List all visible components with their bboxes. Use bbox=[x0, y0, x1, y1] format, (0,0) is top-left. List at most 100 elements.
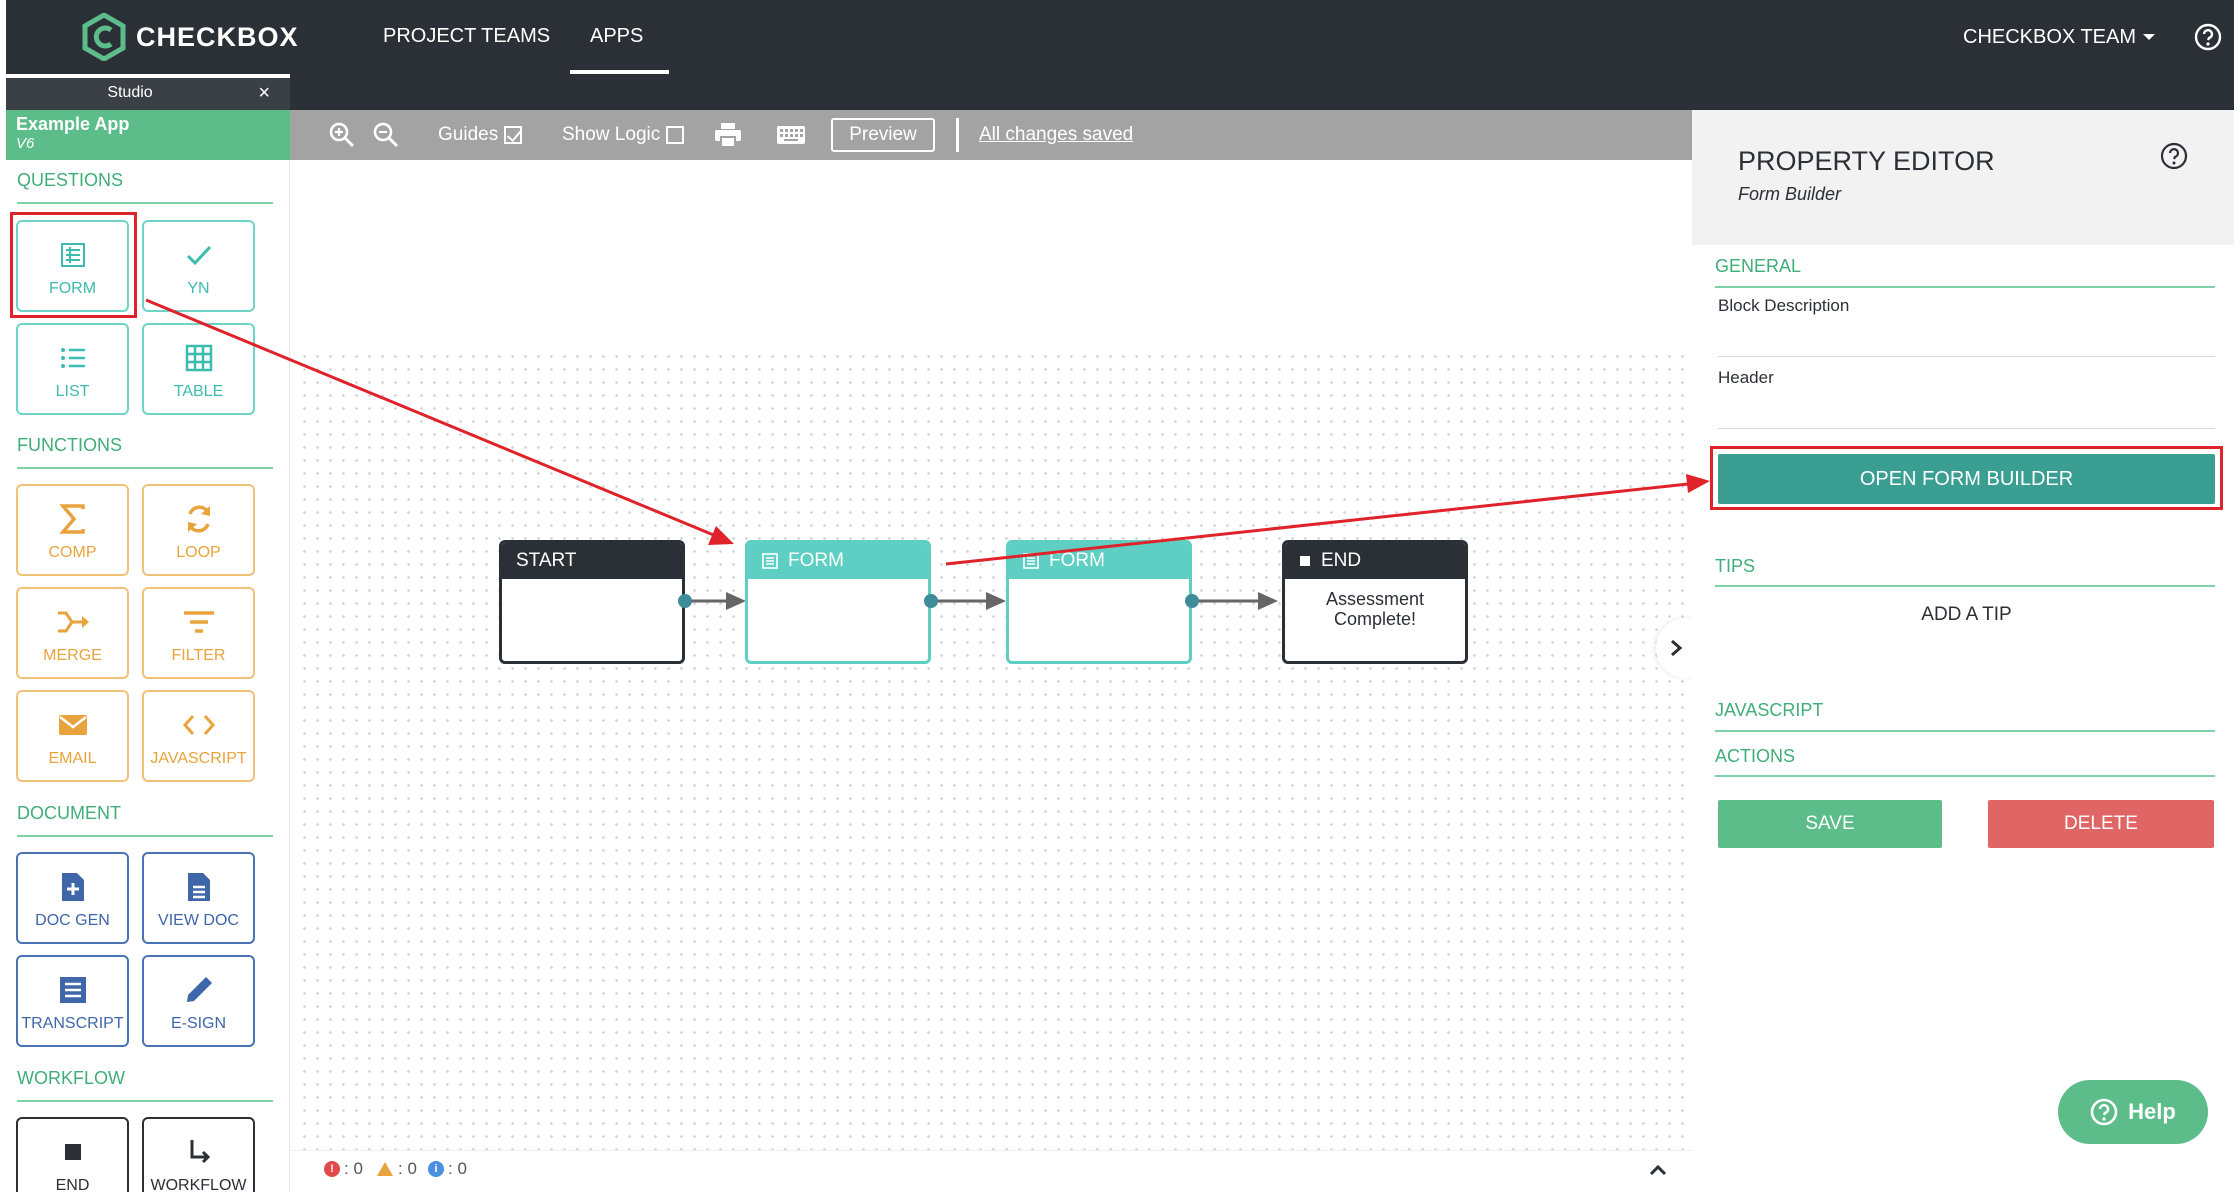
open-form-builder-button[interactable]: OPEN FORM BUILDER bbox=[1718, 454, 2215, 504]
save-status-link[interactable]: All changes saved bbox=[979, 124, 1134, 145]
help-chat-button[interactable]: Help bbox=[2058, 1080, 2208, 1144]
node-form-1[interactable]: FORM bbox=[745, 540, 931, 664]
zoom-out-icon bbox=[373, 122, 399, 148]
tile-label: VIEW DOC bbox=[158, 912, 239, 929]
pencil-icon bbox=[186, 977, 212, 1002]
zoom-out-button[interactable] bbox=[372, 110, 400, 160]
app-name: Example App bbox=[16, 114, 130, 134]
help-circle-icon[interactable] bbox=[2194, 23, 2222, 51]
tile-e-sign[interactable]: E-SIGN bbox=[142, 955, 255, 1047]
section-divider bbox=[1715, 730, 2215, 732]
form-icon bbox=[60, 243, 85, 267]
section-javascript[interactable]: JAVASCRIPT bbox=[1715, 700, 1824, 720]
tile-doc-gen[interactable]: DOC GEN bbox=[16, 852, 129, 944]
tile-loop[interactable]: LOOP bbox=[142, 484, 255, 576]
section-actions[interactable]: ACTIONS bbox=[1715, 746, 1796, 766]
tile-label: LIST bbox=[55, 383, 90, 400]
save-button[interactable]: SAVE bbox=[1718, 800, 1942, 848]
print-button[interactable] bbox=[714, 110, 742, 160]
tile-transcript[interactable]: TRANSCRIPT bbox=[16, 955, 129, 1047]
help-label: Help bbox=[2128, 1099, 2176, 1124]
section-tips: TIPS bbox=[1715, 556, 1756, 576]
annotation-highlight-form-tile bbox=[10, 212, 137, 318]
zoom-in-button[interactable] bbox=[328, 110, 356, 160]
tile-workflow[interactable]: WORKFLOW bbox=[142, 1117, 255, 1192]
panel-subtitle: Form Builder bbox=[1738, 184, 1842, 204]
header-input[interactable] bbox=[1718, 428, 2215, 429]
block-description-label: Block Description bbox=[1718, 296, 1850, 315]
merge-icon bbox=[57, 611, 89, 633]
panel-collapse-tab[interactable] bbox=[1656, 618, 1696, 678]
show-logic-toggle[interactable]: Show Logic bbox=[562, 110, 685, 160]
node-start[interactable]: START bbox=[499, 540, 685, 664]
tile-comp[interactable]: COMP bbox=[16, 484, 129, 576]
help-circle-icon[interactable] bbox=[2160, 142, 2188, 170]
list-icon bbox=[60, 348, 85, 368]
sigma-icon bbox=[58, 504, 85, 534]
output-port[interactable] bbox=[924, 594, 938, 608]
tile-email[interactable]: EMAIL bbox=[16, 690, 129, 782]
transcript-icon bbox=[59, 977, 86, 1003]
tile-view-doc[interactable]: VIEW DOC bbox=[142, 852, 255, 944]
tile-form[interactable]: FORM bbox=[16, 220, 129, 312]
block-palette-sidebar: QUESTIONS FORM YN LIST TABLE FUNCTIONS C… bbox=[6, 160, 290, 1192]
block-description-input[interactable] bbox=[1718, 356, 2215, 357]
file-text-icon bbox=[187, 873, 210, 901]
chevron-up-icon[interactable] bbox=[1648, 1163, 1668, 1177]
table-grid-icon bbox=[185, 344, 212, 372]
help-circle-icon bbox=[2090, 1098, 2118, 1126]
node-form-2[interactable]: FORM bbox=[1006, 540, 1192, 664]
nav-project-teams[interactable]: PROJECT TEAMS bbox=[383, 25, 551, 47]
preview-button[interactable]: Preview bbox=[831, 118, 935, 152]
checkmark-icon bbox=[186, 245, 211, 266]
section-divider bbox=[17, 1100, 273, 1102]
tile-table[interactable]: TABLE bbox=[142, 323, 255, 415]
section-general: GENERAL bbox=[1715, 256, 1802, 276]
file-plus-icon bbox=[61, 873, 84, 901]
printer-icon bbox=[715, 123, 741, 148]
output-port[interactable] bbox=[1185, 594, 1199, 608]
tile-merge[interactable]: MERGE bbox=[16, 587, 129, 679]
panel-title: PROPERTY EDITOR bbox=[1738, 146, 1995, 176]
section-divider bbox=[1715, 775, 2215, 777]
property-editor-panel: PROPERTY EDITOR Form Builder GENERAL Blo… bbox=[1692, 110, 2234, 1192]
add-tip-link[interactable]: ADD A TIP bbox=[1921, 604, 2012, 625]
turn-right-arrow-icon bbox=[190, 1140, 210, 1164]
delete-button[interactable]: DELETE bbox=[1988, 800, 2214, 848]
nav-apps[interactable]: APPS bbox=[569, 0, 670, 74]
tile-label: END bbox=[55, 1177, 90, 1192]
tile-label: FORM bbox=[48, 280, 97, 297]
tile-filter[interactable]: FILTER bbox=[142, 587, 255, 679]
output-port[interactable] bbox=[678, 594, 692, 608]
studio-title: Studio bbox=[107, 84, 153, 101]
tile-label: DOC GEN bbox=[35, 912, 110, 929]
tile-label: TABLE bbox=[173, 383, 224, 400]
guides-toggle[interactable]: Guides bbox=[438, 110, 523, 160]
error-count[interactable]: ! : 0 bbox=[324, 1159, 363, 1179]
filter-icon bbox=[183, 611, 214, 633]
team-dropdown[interactable]: CHECKBOX TEAM bbox=[1963, 0, 2156, 74]
tile-list[interactable]: LIST bbox=[16, 323, 129, 415]
node-end[interactable]: END Assessment Complete! bbox=[1282, 540, 1468, 664]
tile-label: EMAIL bbox=[48, 750, 97, 767]
checkbox-logo[interactable]: CHECKBOX bbox=[82, 10, 299, 64]
tile-javascript[interactable]: JAVASCRIPT bbox=[142, 690, 255, 782]
info-count[interactable]: i : 0 bbox=[428, 1159, 467, 1179]
warning-count[interactable]: : 0 bbox=[376, 1159, 417, 1179]
checkbox-logo-icon bbox=[82, 13, 126, 61]
node-title: END bbox=[1321, 550, 1362, 571]
close-icon[interactable]: × bbox=[258, 82, 270, 104]
section-divider bbox=[1715, 286, 2215, 288]
section-divider bbox=[17, 835, 273, 837]
tile-yn[interactable]: YN bbox=[142, 220, 255, 312]
caret-down-icon bbox=[2143, 34, 2155, 40]
keyboard-shortcuts-button[interactable] bbox=[776, 110, 806, 160]
node-title: FORM bbox=[1049, 550, 1105, 571]
warning-count-value: : 0 bbox=[398, 1159, 417, 1178]
tile-end[interactable]: END bbox=[16, 1117, 129, 1192]
guides-checkbox[interactable] bbox=[504, 126, 523, 144]
show-logic-checkbox[interactable] bbox=[666, 126, 685, 144]
section-divider bbox=[17, 467, 273, 469]
stop-square-icon bbox=[1300, 556, 1310, 566]
tile-label: FILTER bbox=[171, 647, 226, 664]
